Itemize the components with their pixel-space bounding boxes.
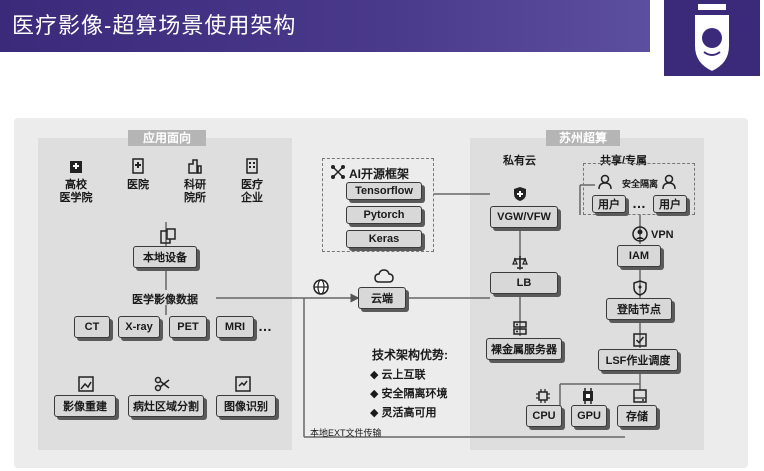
university-logo [664,0,760,76]
modality-ellipsis: … [258,318,272,334]
enterprise-institution: 医疗 企业 [234,158,270,205]
cloud-box: 云端 [358,287,406,309]
institution-label-enterprise: 医疗 企业 [241,179,263,204]
iam-box: IAM [617,245,661,267]
checkmark-icon [633,333,647,347]
header-bar [0,0,650,52]
balance-scale-icon [512,256,528,269]
office-building-icon [246,158,258,174]
user-ellipsis: … [632,195,646,211]
server-icon [513,321,527,335]
user-box-2: 用户 [653,195,687,213]
lsf-scheduler-box: LSF作业调度 [598,349,678,371]
vpn-label: VPN [651,229,674,241]
university-institution: 高校 医学院 [56,158,96,205]
user-icon [598,174,612,190]
ai-framework-title: AI开源框架 [349,167,410,181]
diamond-bullet-icon: ◆ [370,388,382,400]
institution-label-university: 高校 医学院 [59,179,93,204]
modality-mri: MRI [216,316,254,338]
vgw-vfw-box: VGW/VFW [490,206,558,228]
gpu-chip-icon [583,388,593,404]
storage-drive-icon [633,389,647,403]
diamond-bullet-icon: ◆ [370,369,382,381]
task-image-reconstruction: 影像重建 [54,395,116,417]
segmentation-scissors-icon [154,376,170,392]
advantages-title: 技术架构优势: [372,348,448,362]
load-balancer-box: LB [490,272,558,294]
task-image-recognition: 图像识别 [216,395,276,417]
framework-pytorch: Pytorch [346,206,422,224]
institution-label-research: 科研 院所 [184,179,206,204]
ai-framework-group [322,158,434,252]
shield-icon [514,187,526,201]
globe-icon [313,279,329,295]
ext-transfer-label: 本地EXT文件传输 [310,428,382,438]
advantage-item-isolation: ◆ 安全隔离环境 [370,385,448,401]
hospital-building-icon [70,161,82,173]
shared-dedicated-label: 共享/专属 [600,155,648,167]
vpn-user-icon [632,226,648,242]
cpu-box: CPU [526,405,562,427]
local-device-icon [160,228,176,244]
framework-tensorflow: Tensorflow [346,182,422,200]
user-icon [662,174,676,190]
suzhou-region-label: 苏州超算 [546,130,620,146]
gpu-box: GPU [571,405,607,427]
modality-xray: X-ray [118,316,160,338]
image-recognition-icon [235,376,251,392]
modality-pet: PET [169,316,207,338]
framework-keras: Keras [346,230,422,248]
page-title: 医疗影像-超算场景使用架构 [12,13,297,38]
hospital-institution: 医院 [120,158,156,192]
advantage-item-availability: ◆ 灵活高可用 [370,404,437,420]
research-institution: 科研 院所 [177,158,213,205]
advantage-label-isolation: 安全隔离环境 [381,388,448,400]
security-isolation-label: 安全隔离 [622,179,659,189]
image-reconstruction-icon [78,376,94,392]
diamond-bullet-icon: ◆ [370,407,382,419]
private-cloud-label: 私有云 [503,155,536,167]
cloud-icon [374,269,394,283]
advantage-item-cloud: ◆ 云上互联 [370,366,426,382]
task-lesion-segmentation: 病灶区域分割 [128,395,204,417]
user-box-1: 用户 [592,195,626,213]
institution-label-hospital: 医院 [127,179,149,191]
local-device-box: 本地设备 [133,246,197,268]
security-shield-icon [633,280,647,296]
medical-image-data-label: 医学影像数据 [132,294,198,306]
modality-ct: CT [74,316,110,338]
ai-network-icon [331,165,345,179]
login-node-box: 登陆节点 [606,298,672,320]
storage-box: 存储 [617,405,657,427]
user-group [583,163,695,215]
cpu-chip-icon [536,389,550,403]
clinic-icon [132,158,144,174]
research-building-icon [188,159,202,174]
application-region-label: 应用面向 [128,130,206,146]
advantage-label-cloud: 云上互联 [381,369,426,381]
bare-metal-server-box: 裸金属服务器 [486,338,562,360]
advantage-label-availability: 灵活高可用 [381,407,437,419]
